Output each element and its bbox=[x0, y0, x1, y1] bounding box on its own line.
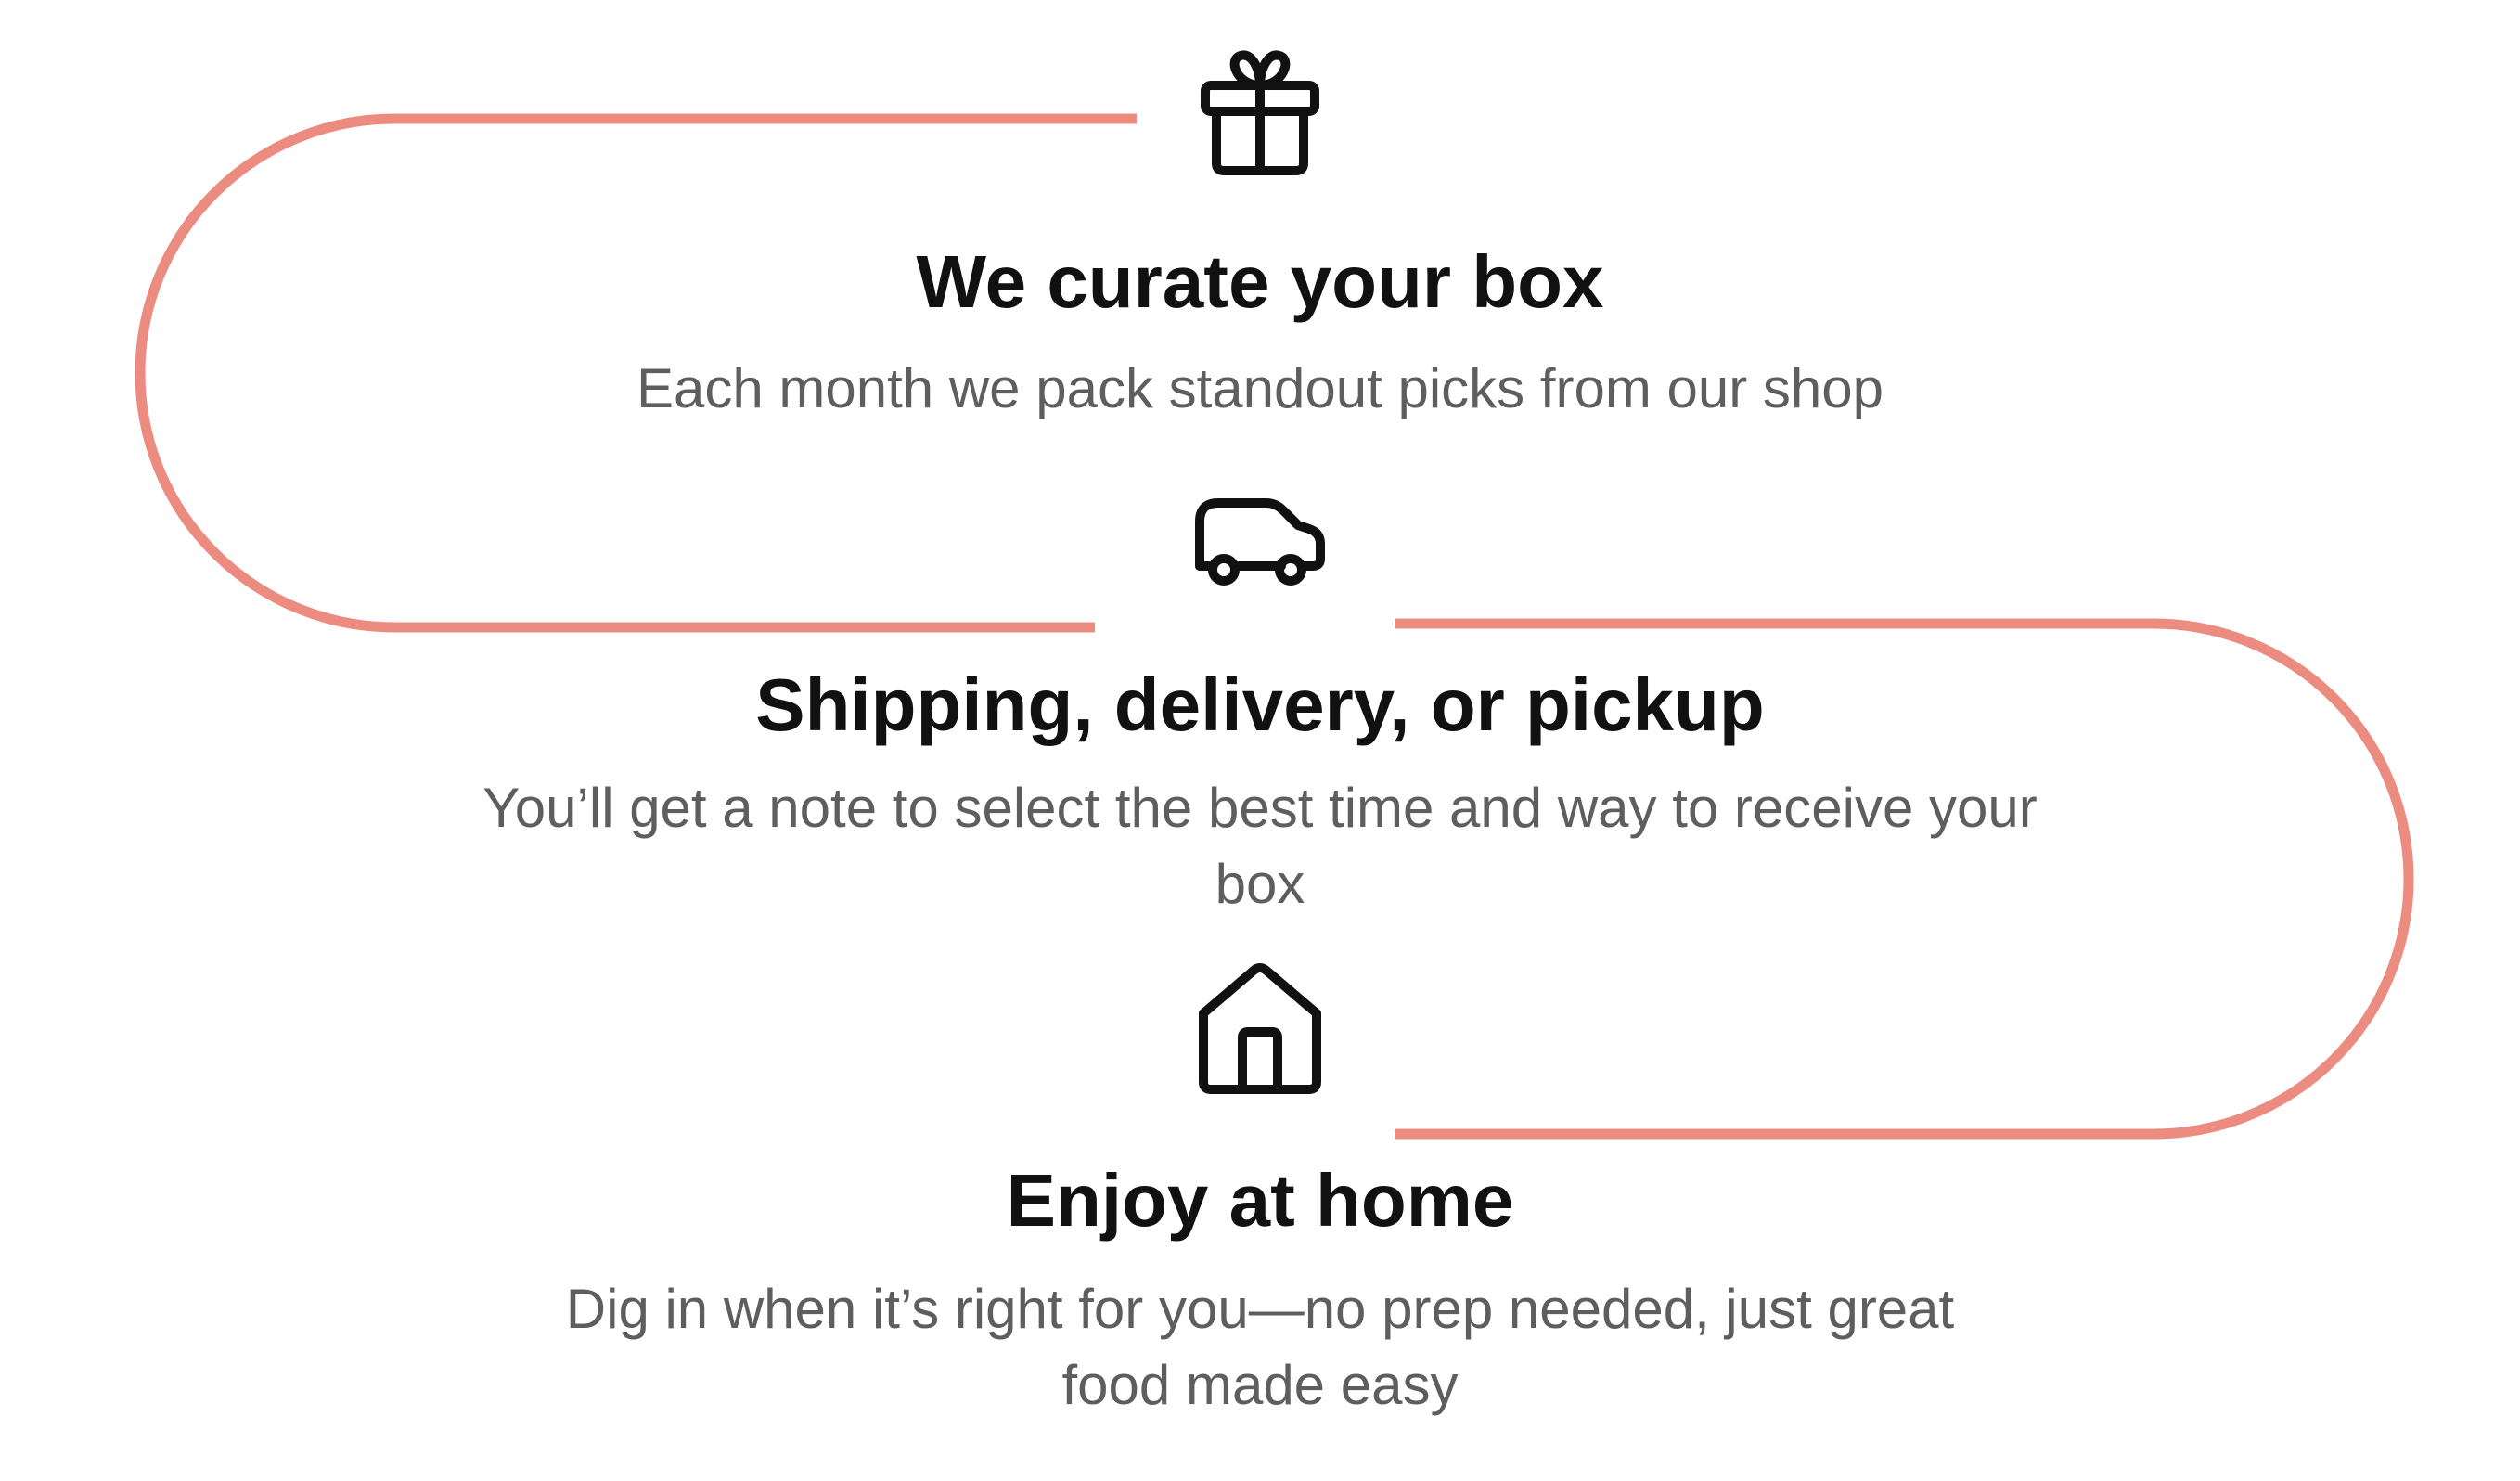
step-title: Shipping, delivery, or pickup bbox=[755, 663, 1765, 746]
gift-icon bbox=[1190, 45, 1330, 184]
step-title: We curate your box bbox=[916, 240, 1604, 323]
step-title: Enjoy at home bbox=[1006, 1159, 1514, 1242]
step-description: Dig in when it’s right for you—no prep n… bbox=[565, 1278, 1955, 1416]
step-description: You’ll get a note to select the best tim… bbox=[482, 777, 2038, 915]
car-icon bbox=[1190, 473, 1330, 612]
step-description: Each month we pack standout picks from o… bbox=[636, 357, 1884, 419]
home-icon bbox=[1190, 958, 1330, 1097]
